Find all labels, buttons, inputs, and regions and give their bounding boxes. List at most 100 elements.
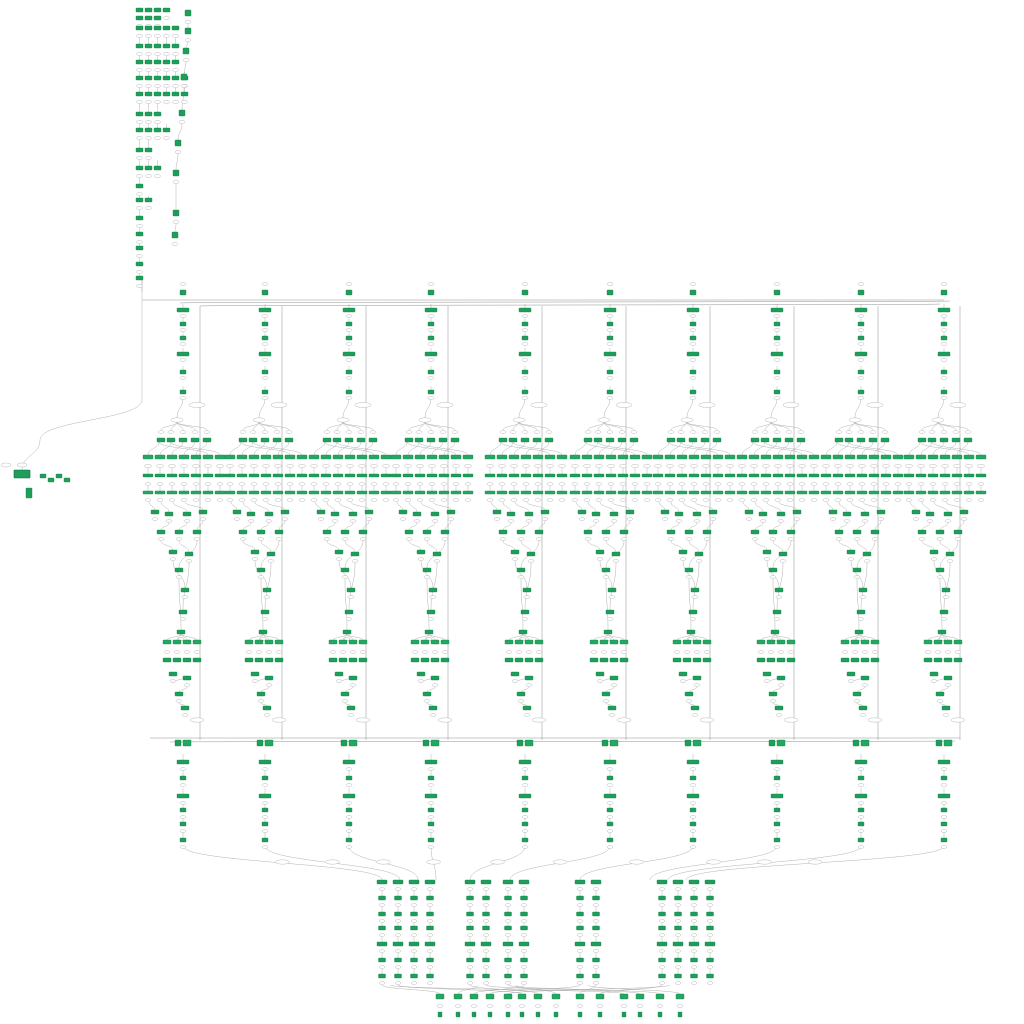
mid-block-node[interactable]	[274, 657, 284, 663]
funnel-tensor[interactable]	[504, 933, 512, 937]
lower-tensor-node[interactable]	[511, 557, 519, 561]
dense-band-tensor[interactable]	[953, 464, 961, 468]
dense-band-tensor[interactable]	[810, 498, 818, 502]
lower-tensor-node[interactable]	[275, 537, 283, 541]
mid-tail-node[interactable]	[264, 675, 274, 681]
mid-block-tensor[interactable]	[620, 650, 628, 654]
dense-band-node[interactable]	[284, 454, 296, 460]
mid-block-tensor[interactable]	[787, 650, 795, 654]
dense-band-node[interactable]	[617, 490, 629, 495]
left-stub-node[interactable]	[55, 473, 63, 479]
funnel-tensor[interactable]	[658, 887, 666, 891]
output-node[interactable]	[675, 993, 685, 1000]
funnel-node[interactable]	[658, 957, 666, 963]
dense-band-node[interactable]	[760, 473, 772, 478]
lower-tensor-node[interactable]	[535, 537, 543, 541]
dense-band-tensor[interactable]	[144, 464, 152, 468]
dense-band-node[interactable]	[214, 454, 226, 460]
fan-tensor[interactable]	[918, 430, 926, 434]
funnel-node[interactable]	[674, 973, 682, 979]
column-input-tensor[interactable]	[345, 282, 353, 286]
dense-band-tensor[interactable]	[714, 498, 722, 502]
stem-tensor-node[interactable]	[136, 68, 143, 72]
funnel-node[interactable]	[482, 957, 490, 963]
fan-tensor[interactable]	[701, 430, 709, 434]
lower-tensor-node[interactable]	[417, 557, 425, 561]
funnel-tensor[interactable]	[410, 933, 418, 937]
funnel-tensor[interactable]	[520, 887, 528, 891]
fan-operator-node[interactable]	[784, 437, 794, 443]
lower-tensor-node[interactable]	[602, 575, 610, 579]
column-layer-tensor[interactable]	[857, 396, 865, 400]
dense-band-node[interactable]	[214, 473, 226, 478]
column-label-tensor[interactable]	[354, 402, 372, 408]
dense-band-tensor[interactable]	[310, 464, 318, 468]
column-layer-tensor[interactable]	[773, 342, 781, 346]
post-bus-tensor[interactable]	[940, 845, 948, 849]
dense-band-node[interactable]	[856, 473, 868, 478]
column-layer-tensor[interactable]	[179, 342, 187, 346]
fan-operator-node[interactable]	[688, 437, 698, 443]
dense-band-node[interactable]	[142, 454, 154, 460]
funnel-node[interactable]	[426, 973, 434, 979]
post-bus-tensor[interactable]	[606, 815, 614, 819]
dense-band-node[interactable]	[414, 473, 426, 478]
dense-band-tensor[interactable]	[286, 482, 294, 486]
post-bus-node[interactable]	[940, 837, 948, 843]
dense-band-node[interactable]	[975, 454, 987, 460]
funnel-node[interactable]	[480, 941, 492, 947]
dense-band-node[interactable]	[629, 473, 641, 478]
post-bus-node[interactable]	[773, 821, 781, 827]
mid-block-node[interactable]	[943, 639, 953, 645]
lower-tensor-node[interactable]	[793, 517, 801, 521]
stem-operator-node[interactable]	[144, 75, 153, 81]
funnel-node[interactable]	[424, 941, 436, 947]
column-layer-node[interactable]	[258, 307, 272, 313]
lower-tensor-node[interactable]	[541, 517, 549, 521]
lower-operator-node[interactable]	[156, 529, 166, 535]
lower-tensor-node[interactable]	[592, 519, 600, 523]
lower-tensor-node[interactable]	[944, 519, 952, 523]
dense-band-tensor[interactable]	[894, 498, 902, 502]
dense-band-node[interactable]	[484, 473, 496, 478]
dense-band-node[interactable]	[772, 454, 784, 460]
dense-band-tensor[interactable]	[382, 482, 390, 486]
funnel-node[interactable]	[466, 895, 474, 901]
lower-tensor-node[interactable]	[769, 575, 777, 579]
output-sink-node[interactable]	[519, 1011, 525, 1018]
stem-tensor-node[interactable]	[145, 52, 152, 56]
dense-band-tensor[interactable]	[834, 498, 842, 502]
funnel-node[interactable]	[592, 957, 600, 963]
dense-band-tensor[interactable]	[286, 498, 294, 502]
post-bus-tensor[interactable]	[606, 845, 614, 849]
column-layer-tensor[interactable]	[689, 314, 697, 318]
fan-tensor[interactable]	[191, 430, 199, 434]
post-bus-tensor[interactable]	[179, 801, 187, 805]
mid-block-node[interactable]	[524, 657, 534, 663]
lower-tensor-node[interactable]	[691, 595, 699, 599]
column-layer-tensor[interactable]	[179, 358, 187, 362]
stem-operator-node[interactable]	[135, 245, 144, 251]
column-input-tensor[interactable]	[857, 282, 865, 286]
funnel-tensor[interactable]	[658, 903, 666, 907]
dense-band-node[interactable]	[760, 490, 772, 495]
funnel-tensor[interactable]	[504, 919, 512, 923]
lower-operator-node[interactable]	[398, 509, 408, 515]
stem-tensor-node[interactable]	[154, 52, 161, 56]
dense-band-node[interactable]	[260, 490, 272, 495]
fan-operator-node[interactable]	[583, 437, 593, 443]
post-bus-node[interactable]	[606, 775, 614, 781]
mid-tail-tensor[interactable]	[775, 713, 783, 717]
lower-bus-node[interactable]	[524, 739, 534, 747]
lower-tensor-node[interactable]	[523, 595, 531, 599]
stem-branch-tensor[interactable]	[184, 38, 192, 42]
funnel-node[interactable]	[394, 925, 402, 931]
column-input-tensor[interactable]	[689, 282, 697, 286]
dense-band-node[interactable]	[426, 454, 438, 460]
dense-band-tensor[interactable]	[654, 464, 662, 468]
stem-operator-node[interactable]	[135, 197, 144, 203]
post-bus-tensor[interactable]	[345, 801, 353, 805]
mid-block-node[interactable]	[192, 639, 202, 645]
dense-band-tensor[interactable]	[762, 498, 770, 502]
